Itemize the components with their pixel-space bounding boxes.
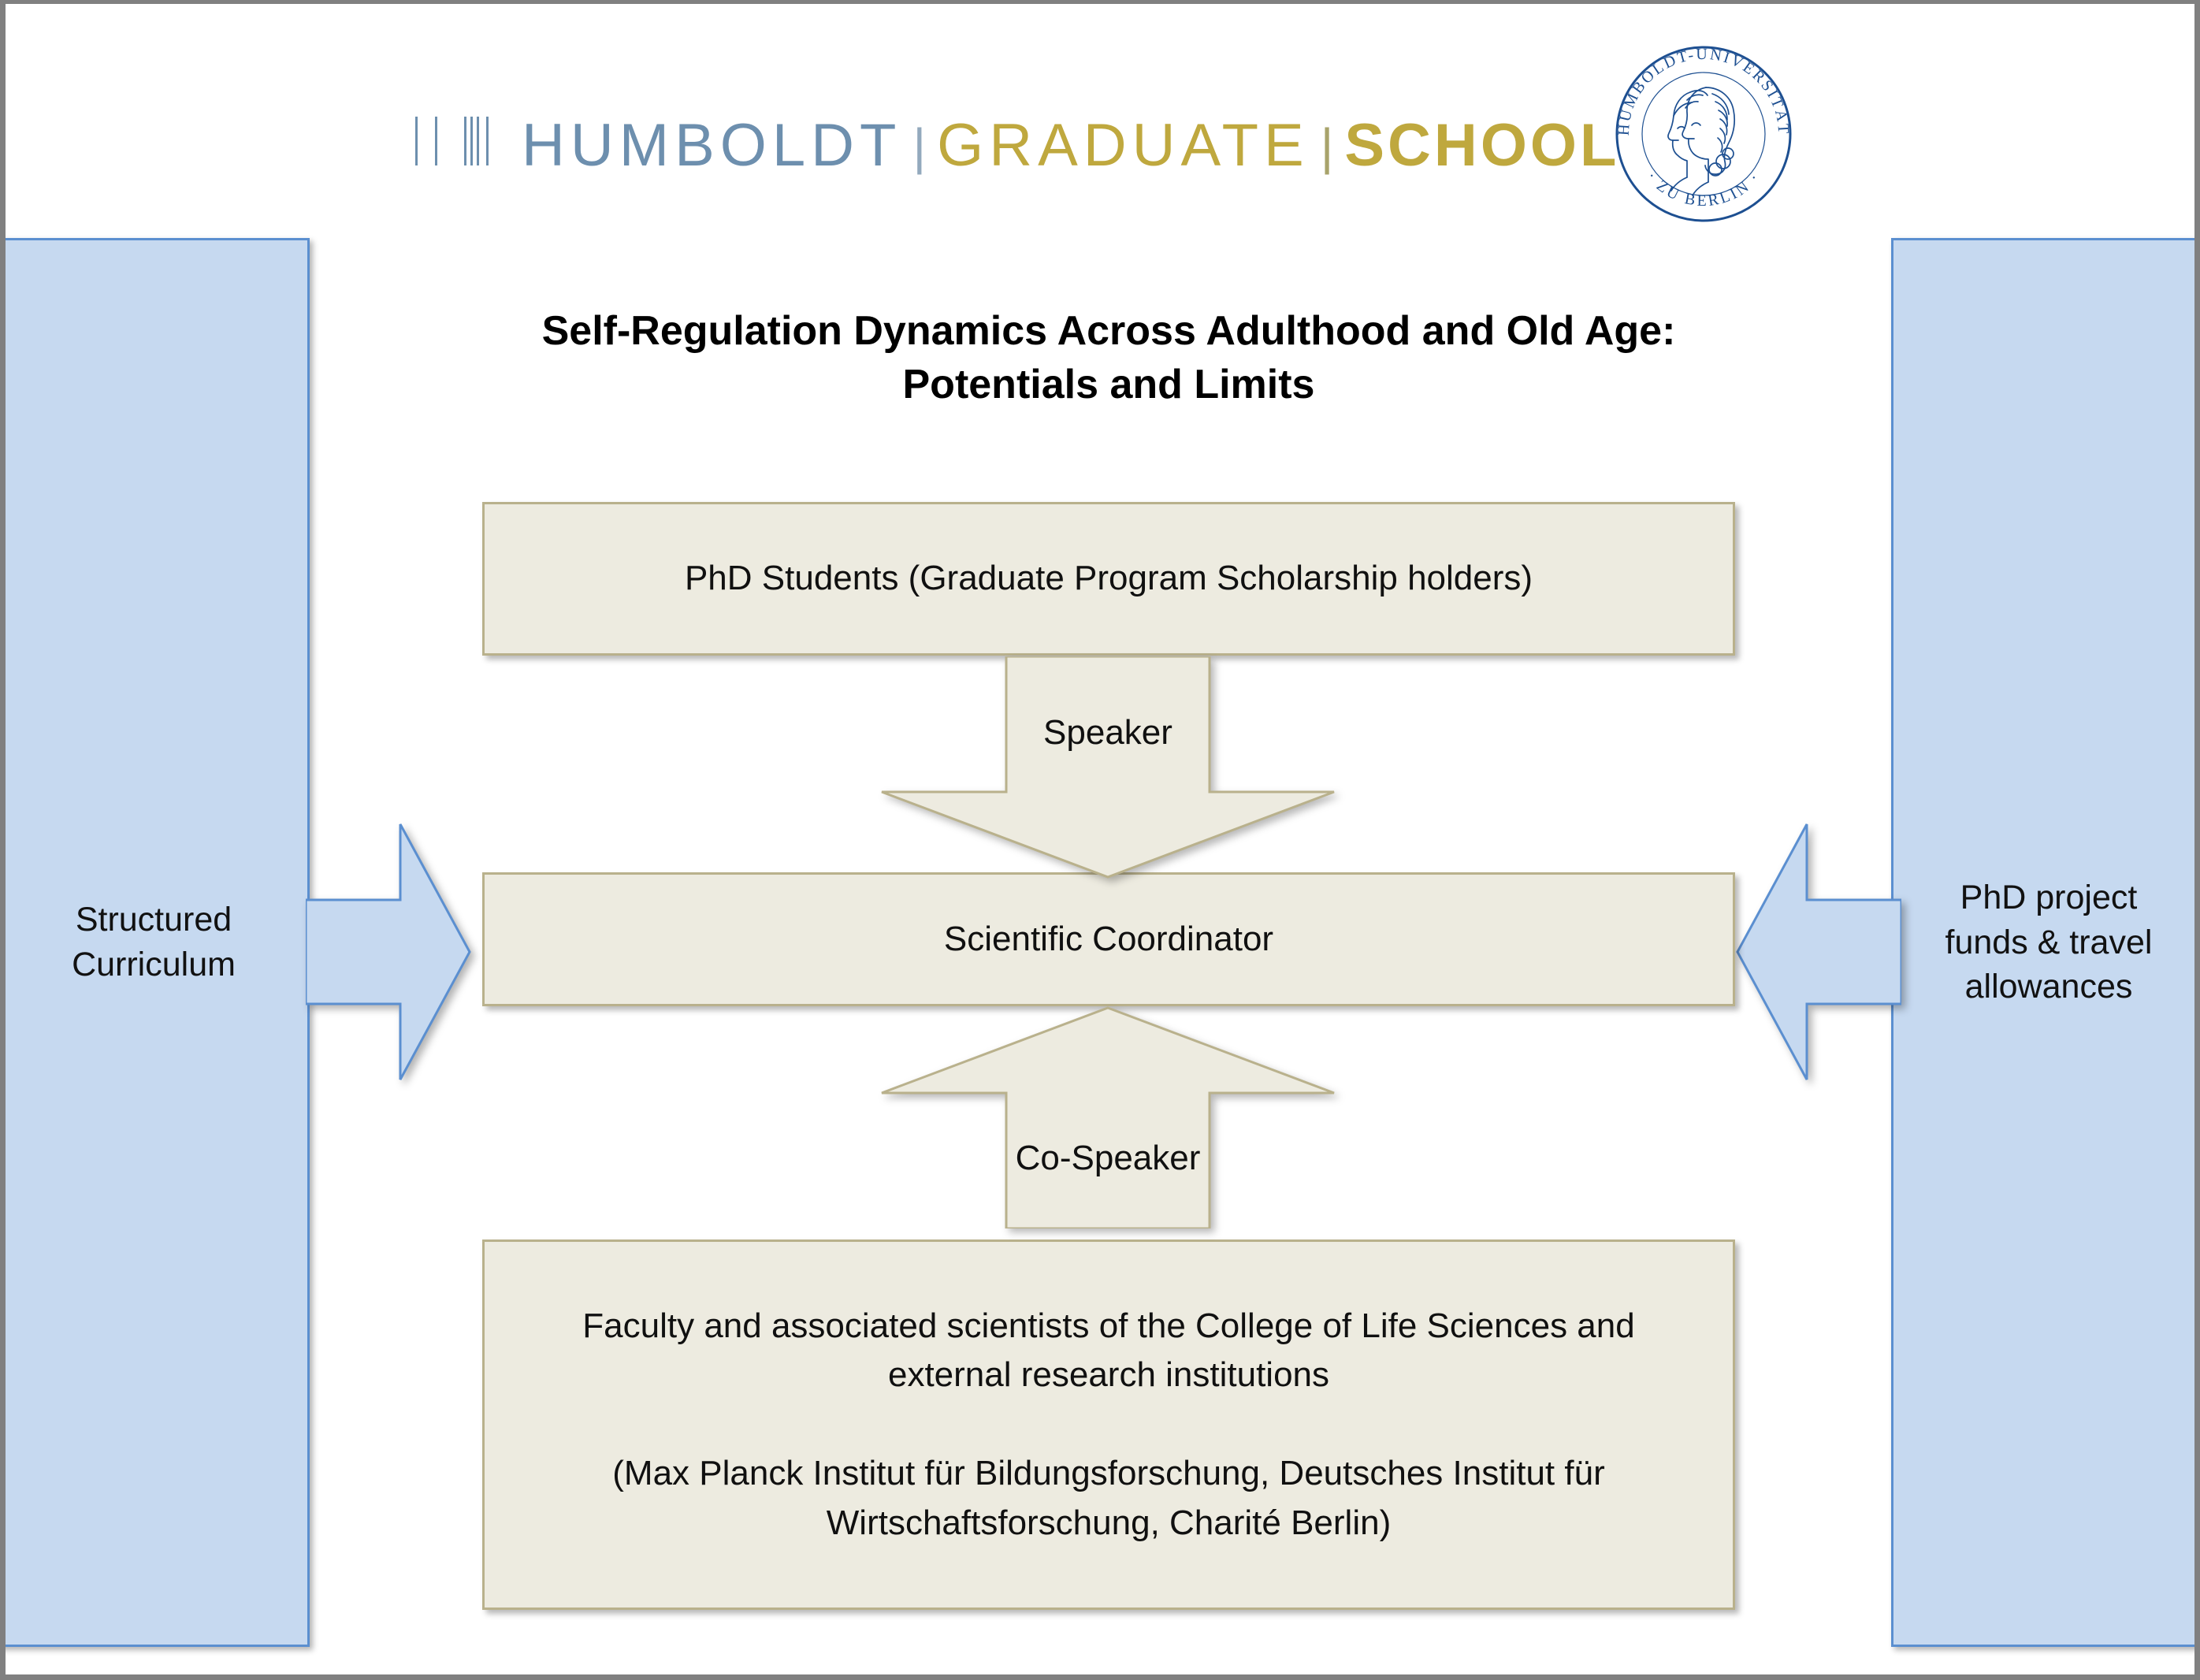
arrow-left-pointing-right-panel xyxy=(1736,823,1901,1080)
humboldt-university-seal-icon: HUMBOLDT-UNIVERSITÄT · ZU BERLIN · xyxy=(1615,46,1793,222)
slide-title: Self-Regulation Dynamics Across Adulthoo… xyxy=(541,308,1676,407)
arrow-down-speaker xyxy=(881,656,1335,879)
logo-bars-icon xyxy=(415,117,489,165)
box-phd-students-label: PhD Students (Graduate Program Scholarsh… xyxy=(684,559,1533,598)
arrow-up-co-speaker xyxy=(881,1006,1335,1228)
logo-separator-2: | xyxy=(1320,118,1334,175)
arrow-right-pointing-left-panel xyxy=(306,823,471,1080)
slide-canvas: HUMBOLDT | GRADUATE | SCHOOL HUMBOLDT-UN… xyxy=(6,4,2194,1674)
box-phd-students: PhD Students (Graduate Program Scholarsh… xyxy=(482,502,1735,656)
svg-text:· ZU BERLIN ·: · ZU BERLIN · xyxy=(1643,169,1764,210)
logo-word-graduate: GRADUATE xyxy=(937,112,1310,179)
box-faculty-label: Faculty and associated scientists of the… xyxy=(582,1306,1635,1542)
header-banner: HUMBOLDT | GRADUATE | SCHOOL HUMBOLDT-UN… xyxy=(6,4,2194,240)
logo-word-humboldt: HUMBOLDT xyxy=(522,112,902,179)
logo-separator-1: | xyxy=(912,118,927,175)
svg-text:HUMBOLDT-UNIVERSITÄT: HUMBOLDT-UNIVERSITÄT xyxy=(1615,46,1793,136)
box-scientific-coordinator-label: Scientific Coordinator xyxy=(943,919,1274,958)
logo-word-school: SCHOOL xyxy=(1344,112,1620,179)
panel-right-label: PhD project funds & travel allowances xyxy=(1945,878,2153,1006)
panel-structured-curriculum: Structured Curriculum xyxy=(6,238,310,1647)
box-scientific-coordinator: Scientific Coordinator xyxy=(482,872,1735,1006)
box-faculty-and-scientists: Faculty and associated scientists of the… xyxy=(482,1240,1735,1610)
panel-left-label: Structured Curriculum xyxy=(72,901,236,983)
humboldt-graduate-school-logo: HUMBOLDT | GRADUATE | SCHOOL xyxy=(415,116,1619,177)
panel-phd-project-funds: PhD project funds & travel allowances xyxy=(1891,238,2194,1647)
